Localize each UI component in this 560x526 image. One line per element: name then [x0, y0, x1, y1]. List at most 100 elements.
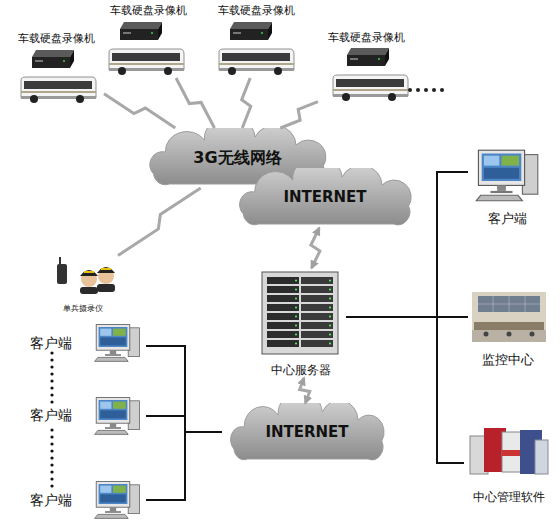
wired-link	[346, 317, 464, 463]
wireless-link	[300, 378, 310, 403]
dot	[50, 428, 53, 431]
desk	[474, 322, 544, 330]
vehicle-recorder: 车载硬盘录像机	[100, 5, 196, 78]
dot	[50, 463, 53, 466]
cap-band	[84, 271, 94, 273]
dot	[50, 393, 53, 396]
dvr-icon	[32, 50, 74, 68]
cap	[80, 270, 98, 276]
wired-link	[346, 172, 468, 317]
video-wall-grid	[478, 296, 540, 312]
software-boxes	[470, 428, 548, 474]
wireless-link	[118, 188, 201, 255]
room-wall	[472, 292, 546, 342]
chair	[530, 332, 535, 337]
rack-frame	[262, 272, 338, 354]
software-box	[535, 440, 548, 474]
soldier-icon	[57, 257, 115, 294]
wireless-link	[104, 94, 175, 128]
server-node: 中心服务器	[256, 268, 346, 378]
network-cloud: INTERNET	[230, 168, 420, 228]
dot	[50, 477, 53, 480]
control-room-photo	[472, 292, 546, 342]
wired-link	[146, 346, 222, 432]
radio-body	[57, 264, 67, 284]
dot	[408, 88, 412, 92]
bus-icon	[109, 49, 184, 75]
head	[81, 271, 97, 287]
wired-link	[146, 416, 222, 432]
server-rack	[262, 272, 338, 354]
dvr-icon	[347, 48, 389, 66]
client-node: 客户端	[24, 395, 146, 435]
dot	[50, 470, 53, 473]
node-label: 监控中心	[482, 353, 534, 368]
wireless-link	[176, 78, 214, 128]
dot	[50, 442, 53, 445]
box-band	[502, 450, 522, 456]
node-label: 单兵摄录仪	[63, 304, 103, 313]
cloud-outline	[231, 403, 385, 460]
dot	[416, 88, 420, 92]
dot	[50, 351, 53, 354]
node-label: 中心管理软件	[473, 491, 545, 505]
radio-antenna	[59, 257, 61, 265]
client-node: 客户端	[24, 322, 146, 364]
dot	[50, 435, 53, 438]
dot	[50, 358, 53, 361]
video-wall	[478, 296, 540, 312]
dot	[50, 456, 53, 459]
dot	[440, 88, 444, 92]
dot	[50, 386, 53, 389]
client-node: 客户端	[24, 478, 146, 522]
head	[98, 268, 114, 284]
node-label: 3G无线网络	[193, 149, 281, 167]
network-cloud: INTERNET	[222, 403, 392, 463]
cloud-outline	[240, 168, 412, 225]
field-recorder: 单兵摄录仪	[48, 255, 118, 313]
dot	[50, 379, 53, 382]
dot	[432, 88, 436, 92]
wireless-link	[280, 102, 318, 128]
dot	[50, 400, 53, 403]
chair	[507, 332, 512, 337]
node-label: 客户端	[30, 492, 72, 508]
bus-icon	[219, 49, 294, 75]
software-box	[502, 432, 522, 472]
bus-icon	[333, 75, 408, 101]
monitor-center: 监控中心	[468, 290, 548, 368]
software-node: 中心管理软件	[464, 420, 554, 505]
body	[97, 284, 115, 292]
ellipsis-dots	[408, 88, 444, 92]
node-label: 车载硬盘录像机	[110, 5, 187, 18]
dot	[424, 88, 428, 92]
wired-link	[146, 432, 222, 500]
dot	[50, 372, 53, 375]
vehicle-recorder: 车载硬盘录像机	[318, 32, 414, 104]
room-floor	[472, 330, 546, 342]
client-pc-icon	[95, 482, 140, 519]
node-label: INTERNET	[265, 424, 348, 441]
dot	[50, 449, 53, 452]
dot	[50, 484, 53, 487]
node-label: 车载硬盘录像机	[18, 33, 95, 46]
dvr-icon	[120, 22, 162, 40]
node-label: 客户端	[30, 335, 72, 351]
vehicle-recorder: 车载硬盘录像机	[208, 5, 304, 78]
bus-icon	[21, 77, 96, 103]
node-label: 中心服务器	[271, 364, 331, 378]
client-node: 客户端	[468, 145, 546, 227]
node-label: INTERNET	[283, 189, 366, 206]
wired-link	[346, 316, 468, 318]
cap	[97, 267, 115, 273]
wireless-link	[311, 228, 320, 268]
dvr-icon	[230, 22, 272, 40]
rack-blades	[266, 276, 334, 348]
node-label: 车载硬盘录像机	[218, 5, 295, 18]
vehicle-recorder: 车载硬盘录像机	[8, 33, 104, 108]
client-pc-icon	[95, 398, 140, 435]
body	[80, 287, 98, 294]
client-pc-icon	[95, 325, 140, 362]
